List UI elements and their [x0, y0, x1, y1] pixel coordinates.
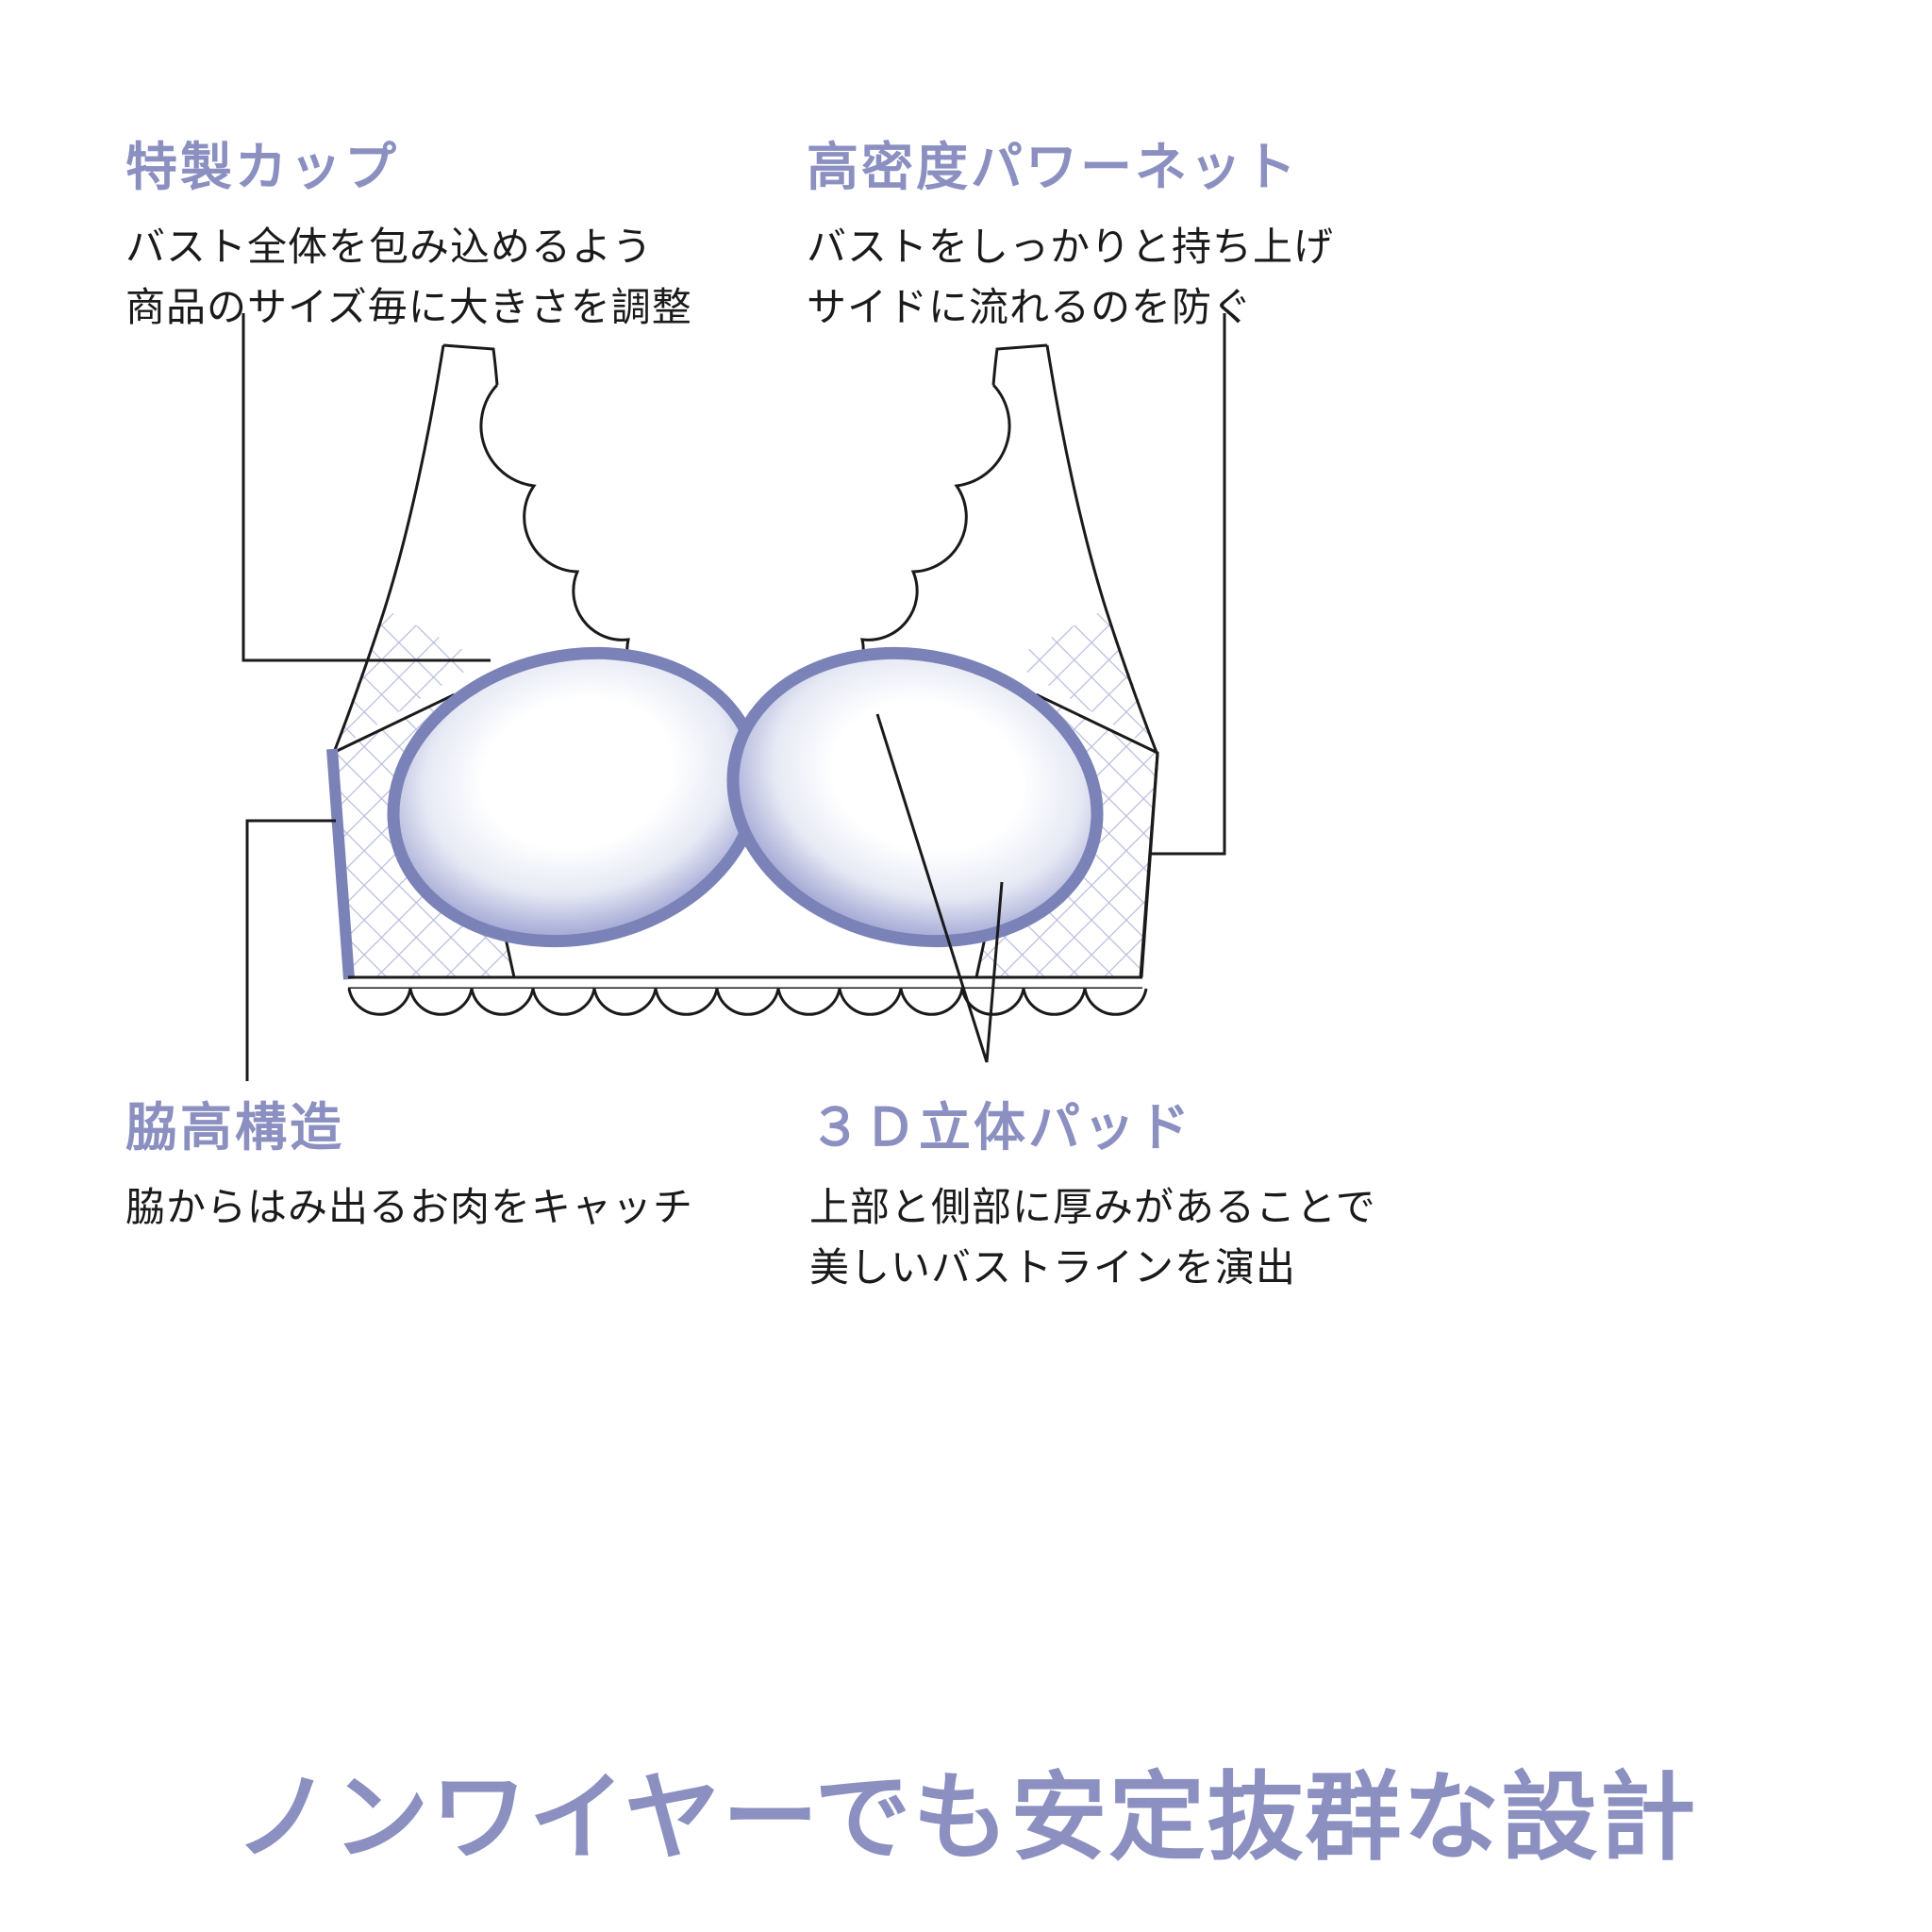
- leader-line-special-cup: [242, 313, 491, 662]
- callout-power-net: 高密度パワーネット バストをしっかりと持ち上げ サイドに流れるのを防ぐ: [807, 125, 1334, 338]
- right-wing-outer-edge: [1140, 754, 1159, 978]
- callout-body-pad-3d: 上部と側部に厚みがあることで 美しいバストラインを演出: [809, 1177, 1376, 1298]
- bottom-scallop-lace: [347, 988, 1148, 1016]
- callout-line: 上部と側部に厚みがあることで: [809, 1184, 1376, 1230]
- footer-headline: ノンワイヤーでも安定抜群な設計: [234, 1762, 1698, 1874]
- callout-body-power-net: バストをしっかりと持ち上げ サイドに流れるのを防ぐ: [807, 217, 1334, 338]
- left-strap-mesh-panel: [333, 608, 483, 752]
- leader-line-power-net: [1150, 313, 1226, 856]
- right-strap-mesh-panel: [1008, 608, 1158, 752]
- callout-title-power-net: 高密度パワーネット: [807, 137, 1300, 197]
- callout-line: 美しいバストラインを演出: [809, 1243, 1297, 1291]
- right-cup-group: [726, 646, 1104, 948]
- callout-line: 商品のサイズ毎に大きさを調整: [125, 283, 692, 330]
- callout-title-side-high: 脇高構造: [125, 1097, 345, 1158]
- callout-line: サイドに流れるのを防ぐ: [807, 283, 1254, 330]
- leader-line-side-high: [245, 819, 336, 1081]
- left-strap-outer-edge: [331, 344, 445, 756]
- leader-line-pad-3d: [875, 713, 1004, 1063]
- callout-body-special-cup: バスト全体を包み込めるよう 商品のサイズ毎に大きさを調整: [125, 217, 692, 338]
- callout-line: バスト全体を包み込めるよう: [125, 224, 654, 270]
- callout-pad-3d: ３Ｄ立体パッド 上部と側部に厚みがあることで 美しいバストラインを演出: [809, 1085, 1376, 1298]
- callout-line: バストをしっかりと持ち上げ: [807, 224, 1335, 270]
- callout-body-side-high: 脇からはみ出るお肉をキャッチ: [125, 1177, 693, 1238]
- left-strap-top-and-inner-edge: [442, 343, 499, 386]
- callout-line: 脇からはみ出るお肉をキャッチ: [125, 1184, 694, 1230]
- callout-title-special-cup: 特製カップ: [125, 137, 400, 197]
- under-band: [348, 975, 1142, 991]
- callout-special-cup: 特製カップ バスト全体を包み込めるよう 商品のサイズ毎に大きさを調整: [125, 125, 692, 338]
- right-cup: [726, 646, 1104, 948]
- callout-side-high: 脇高構造 脇からはみ出るお肉をキャッチ: [125, 1085, 693, 1238]
- right-strap-outer-edge: [1045, 344, 1159, 756]
- side-high-purple-edge: [326, 748, 355, 980]
- right-strap-top-and-inner-edge: [991, 343, 1048, 386]
- callout-title-pad-3d: ３Ｄ立体パッド: [809, 1097, 1193, 1158]
